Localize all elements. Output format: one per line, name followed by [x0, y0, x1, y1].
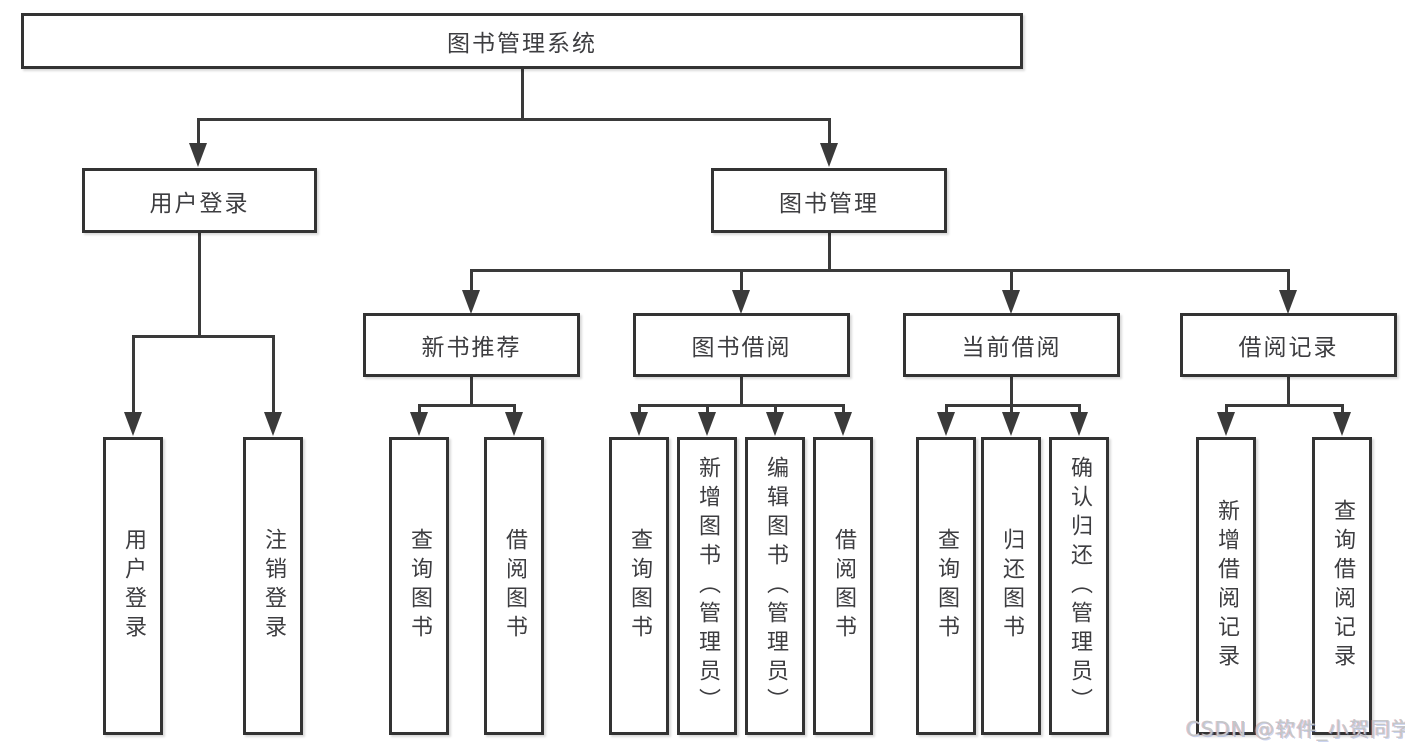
arrow-down-icon	[264, 412, 282, 436]
node-label: 用户登录	[149, 190, 250, 217]
node-leaf-return-book: 归还图书	[981, 437, 1041, 735]
node-label: 借阅记录	[1238, 335, 1339, 361]
connector-line	[1287, 377, 1290, 406]
arrow-down-icon	[410, 412, 428, 436]
connector-line	[521, 69, 524, 121]
connector-line	[470, 269, 473, 293]
connector-line	[706, 404, 709, 418]
connector-line	[945, 404, 1081, 407]
arrow-down-icon	[820, 143, 838, 167]
arrow-down-icon	[1279, 290, 1297, 314]
arrow-down-icon	[766, 412, 784, 436]
node-label: 新书推荐	[421, 335, 522, 361]
node-leaf-add-book: 新增图书（管理员）	[677, 437, 737, 735]
connector-line	[1078, 404, 1081, 418]
node-leaf-query-book-rec: 查询图书	[389, 437, 449, 735]
node-borrow-record: 借阅记录	[1180, 313, 1397, 377]
connector-line	[638, 404, 641, 418]
connector-line	[272, 335, 275, 415]
node-label: 新增图书（管理员）	[695, 455, 720, 717]
node-leaf-borrow-book: 借阅图书	[813, 437, 873, 735]
node-book-mgmt: 图书管理	[711, 168, 947, 233]
node-label: 归还图书	[999, 528, 1024, 644]
node-leaf-query-book-borrow: 查询图书	[609, 437, 669, 735]
connector-line	[197, 118, 200, 148]
connector-line	[197, 118, 831, 121]
connector-line	[132, 335, 275, 338]
connector-line	[1225, 404, 1228, 418]
arrow-down-icon	[462, 290, 480, 314]
connector-line	[418, 404, 516, 407]
connector-line	[1010, 269, 1013, 293]
connector-line	[1225, 404, 1344, 407]
connector-line	[828, 118, 831, 148]
connector-line	[1287, 269, 1290, 293]
connector-line	[638, 404, 845, 407]
connector-line	[740, 377, 743, 406]
arrow-down-icon	[505, 412, 523, 436]
connector-line	[418, 404, 421, 418]
node-label: 图书借阅	[691, 335, 792, 361]
node-leaf-query-book-current: 查询图书	[916, 437, 976, 735]
connector-line	[774, 404, 777, 418]
node-label: 查询借阅记录	[1330, 499, 1355, 673]
connector-line	[1010, 377, 1013, 406]
node-label: 图书管理系统	[447, 31, 597, 57]
connector-line	[1341, 404, 1344, 418]
arrow-down-icon	[937, 412, 955, 436]
node-root: 图书管理系统	[21, 13, 1023, 69]
arrow-down-icon	[698, 412, 716, 436]
node-leaf-query-borrow-record: 查询借阅记录	[1312, 437, 1372, 735]
arrow-down-icon	[1070, 412, 1088, 436]
node-leaf-user-login: 用户登录	[103, 437, 163, 735]
connector-line	[1010, 404, 1013, 418]
node-label: 新增借阅记录	[1214, 499, 1239, 673]
node-new-book-rec: 新书推荐	[363, 313, 580, 377]
connector-line	[513, 404, 516, 418]
node-book-borrow: 图书借阅	[633, 313, 850, 377]
node-label: 确认归还（管理员）	[1067, 455, 1092, 717]
node-label: 编辑图书（管理员）	[763, 455, 788, 717]
connector-line	[828, 233, 831, 272]
arrow-down-icon	[1002, 412, 1020, 436]
connector-line	[740, 269, 743, 293]
connector-line	[470, 377, 473, 406]
node-label: 用户登录	[121, 528, 146, 644]
node-label: 借阅图书	[831, 528, 856, 644]
connector-line	[945, 404, 948, 418]
connector-line	[132, 335, 135, 415]
connector-line	[198, 233, 201, 337]
csdn-watermark: CSDN @软件_小贺同学	[1186, 717, 1405, 741]
node-label: 查询图书	[934, 528, 959, 644]
arrow-down-icon	[732, 290, 750, 314]
arrow-down-icon	[1002, 290, 1020, 314]
node-leaf-edit-book: 编辑图书（管理员）	[745, 437, 805, 735]
connector-line	[470, 269, 1290, 272]
arrow-down-icon	[124, 412, 142, 436]
node-label: 图书管理	[779, 190, 879, 217]
node-label: 查询图书	[627, 528, 652, 644]
node-label: 当前借阅	[961, 335, 1062, 361]
node-current-borrow: 当前借阅	[903, 313, 1120, 377]
connector-line	[842, 404, 845, 418]
arrow-down-icon	[1217, 412, 1235, 436]
arrow-down-icon	[189, 143, 207, 167]
node-user-login: 用户登录	[82, 168, 317, 233]
node-leaf-confirm-return: 确认归还（管理员）	[1049, 437, 1109, 735]
node-leaf-logout: 注销登录	[243, 437, 303, 735]
arrow-down-icon	[1333, 412, 1351, 436]
arrow-down-icon	[834, 412, 852, 436]
node-leaf-borrow-book-rec: 借阅图书	[484, 437, 544, 735]
node-leaf-add-borrow-record: 新增借阅记录	[1196, 437, 1256, 735]
node-label: 注销登录	[261, 528, 286, 644]
node-label: 借阅图书	[502, 528, 527, 644]
arrow-down-icon	[630, 412, 648, 436]
node-label: 查询图书	[407, 528, 432, 644]
